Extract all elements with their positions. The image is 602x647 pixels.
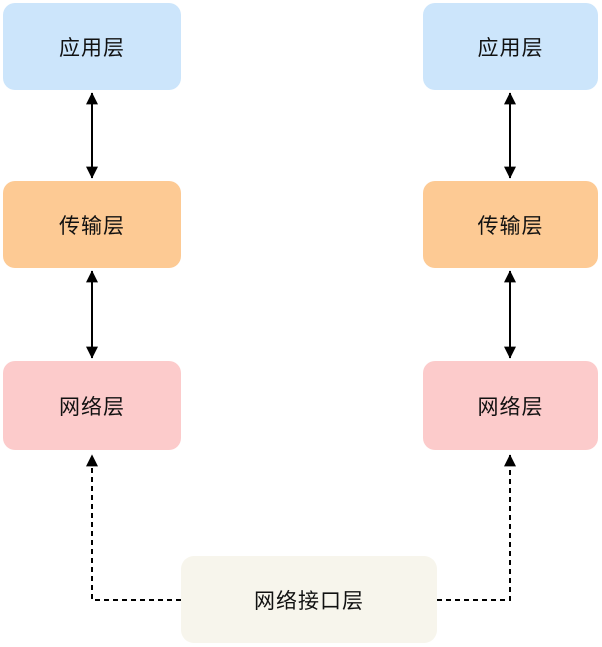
node-transport-left: 传输层 xyxy=(3,181,181,268)
node-network-right: 网络层 xyxy=(423,361,598,450)
node-network-interface-label: 网络接口层 xyxy=(254,589,364,613)
node-application-left-label: 应用层 xyxy=(59,36,125,60)
dashed-arrow-interface-network-right xyxy=(437,454,516,601)
node-transport-right: 传输层 xyxy=(423,181,598,268)
node-application-right: 应用层 xyxy=(423,3,598,90)
node-network-interface: 网络接口层 xyxy=(181,556,437,643)
node-network-right-label: 网络层 xyxy=(477,395,544,419)
node-network-left-label: 网络层 xyxy=(59,395,125,419)
node-application-right-label: 应用层 xyxy=(477,36,544,60)
node-network-left: 网络层 xyxy=(3,361,181,450)
node-transport-left-label: 传输层 xyxy=(59,214,125,238)
node-transport-right-label: 传输层 xyxy=(477,214,544,238)
node-application-left: 应用层 xyxy=(3,3,181,90)
dashed-arrow-interface-network-left xyxy=(86,454,181,601)
